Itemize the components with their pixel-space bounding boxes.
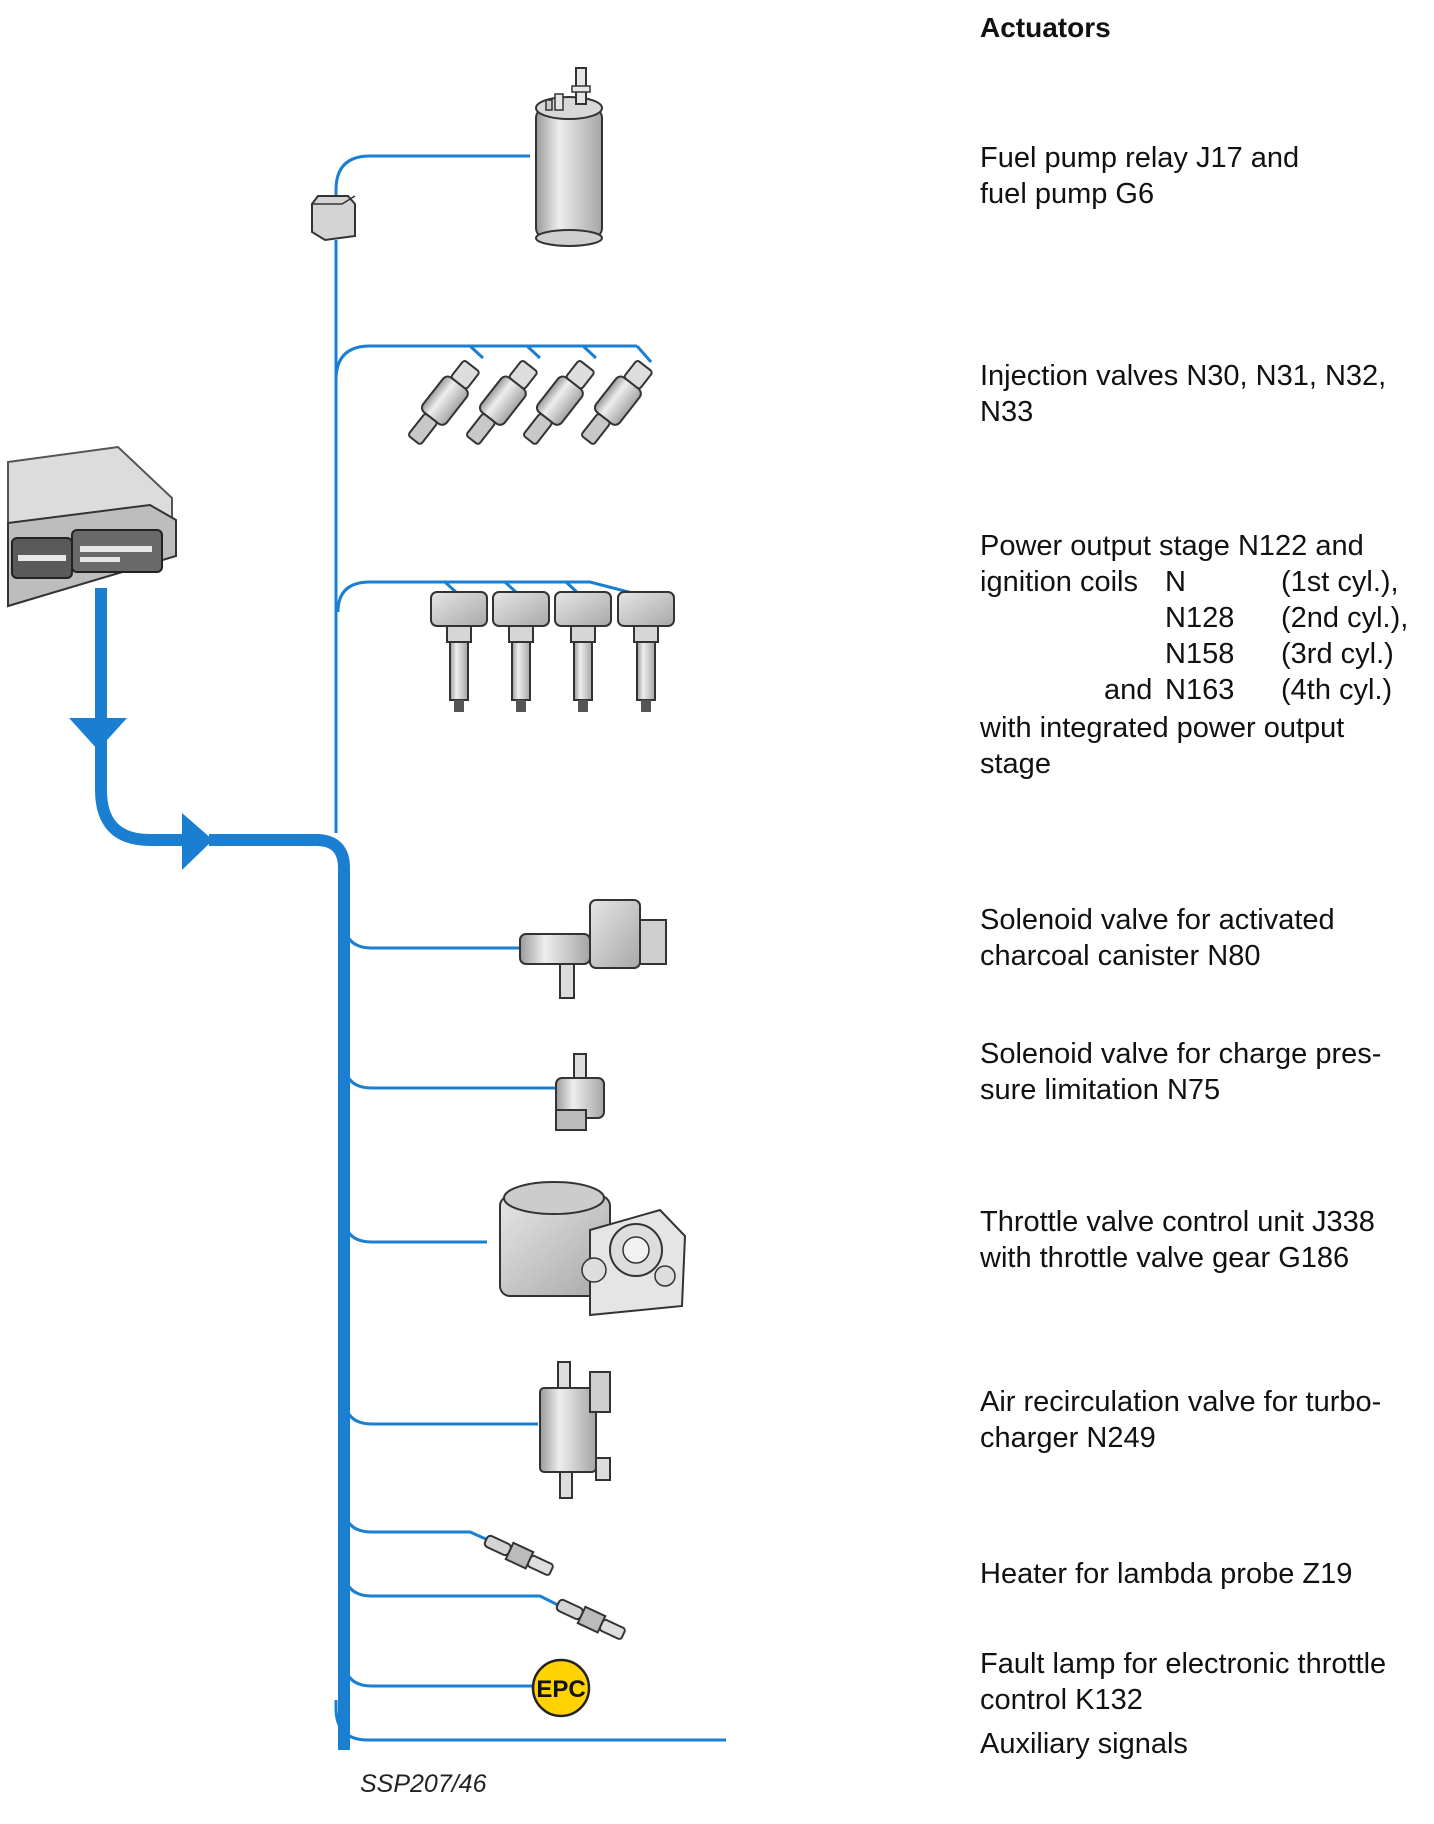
- epc-fault-lamp: EPC: [531, 1658, 591, 1718]
- air-recirculation-valve: [539, 1361, 611, 1499]
- charge-pressure-valve: [555, 1053, 605, 1131]
- fuel-pump-relay: [311, 195, 356, 242]
- heading: Actuators: [980, 12, 1111, 43]
- figure-caption: SSP207/46: [360, 1770, 487, 1798]
- ignition-coils: [430, 591, 675, 712]
- fuel-pump: [535, 67, 603, 247]
- injection-valves: [408, 360, 653, 445]
- engine-control-unit: [7, 445, 177, 608]
- lambda-probe-heaters: [483, 1534, 626, 1640]
- wiring-harness: [69, 154, 726, 1750]
- throttle-valve-unit: [499, 1181, 687, 1317]
- epc-label: EPC: [536, 1676, 585, 1703]
- charcoal-canister-valve: [519, 899, 667, 999]
